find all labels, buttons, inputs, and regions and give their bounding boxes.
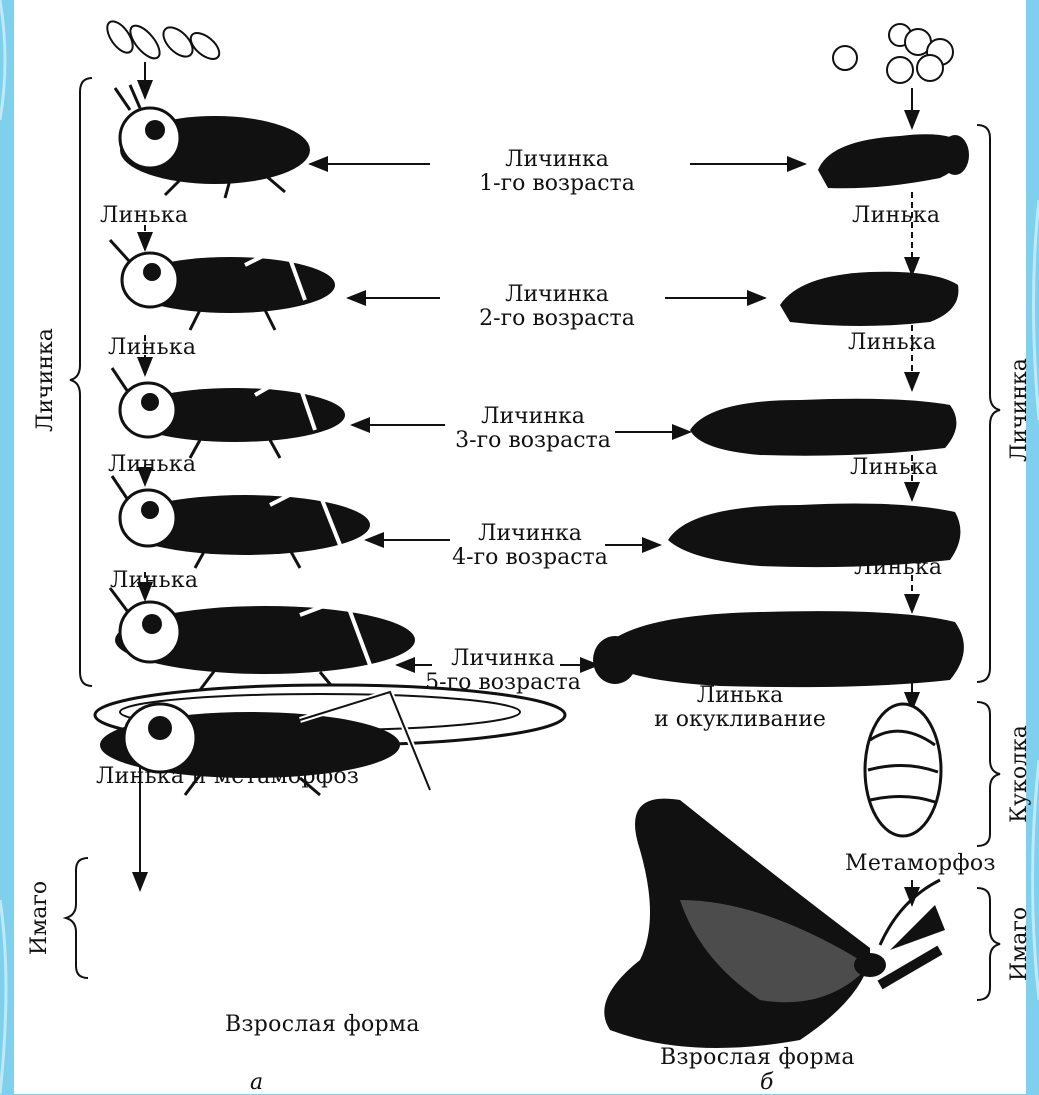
caterpillar-3-icon — [690, 399, 956, 456]
right-pupation-label: Линька и окукливание — [654, 684, 826, 732]
right-molt-label-4: Линька — [854, 557, 942, 579]
caterpillar-1-icon — [818, 134, 969, 188]
right-panel-letter: б — [760, 1072, 774, 1094]
left-metamorphosis-label: Линька и метаморфоз — [96, 766, 359, 788]
stage-5-line2: 5-го возраста — [425, 671, 581, 695]
right-molt-label-1: Линька — [852, 205, 940, 227]
left-larva-bracket-label: Личинка — [35, 328, 57, 432]
left-molt-label-2: Линька — [108, 337, 196, 359]
right-pupation-line1: Линька — [654, 684, 826, 708]
grasshopper-nymph-4-icon — [112, 476, 370, 568]
stage-5-line1: Личинка — [425, 647, 581, 671]
stage-label-1: Личинка 1-го возраста — [479, 148, 635, 196]
left-larva-bracket — [70, 78, 92, 686]
right-imago-bracket — [977, 888, 1000, 1000]
right-molt-label-3: Линька — [850, 457, 938, 479]
right-larva-bracket-label: Личинка — [1009, 358, 1031, 462]
left-imago-bracket-label: Имаго — [29, 881, 51, 955]
right-metamorphosis-label: Метаморфоз — [845, 853, 996, 875]
right-pupa-bracket — [977, 702, 1000, 846]
stage-4-line2: 4-го возраста — [452, 546, 608, 570]
grasshopper-eggs-icon — [102, 17, 224, 64]
grasshopper-nymph-3-icon — [112, 368, 345, 458]
stage-2-line1: Личинка — [479, 283, 635, 307]
stage-label-2: Личинка 2-го возраста — [479, 283, 635, 331]
grasshopper-nymph-5-icon — [110, 588, 415, 690]
butterfly-adult-icon — [604, 799, 945, 1048]
caterpillar-5-icon — [593, 611, 964, 687]
stage-2-line2: 2-го возраста — [479, 307, 635, 331]
left-adult-label: Взрослая форма — [225, 1014, 420, 1036]
stage-1-line1: Личинка — [479, 148, 635, 172]
stage-label-5: Личинка 5-го возраста — [425, 647, 581, 695]
left-molt-label-4: Линька — [110, 570, 198, 592]
left-panel-letter: а — [250, 1072, 263, 1094]
left-imago-bracket — [66, 858, 88, 978]
caterpillar-2-icon — [780, 272, 958, 326]
right-pupa-bracket-label: Куколка — [1009, 725, 1031, 823]
grasshopper-nymph-1-icon — [115, 85, 310, 198]
left-molt-label-3: Линька — [108, 454, 196, 476]
grasshopper-nymph-2-icon — [110, 240, 335, 330]
pupa-icon — [865, 704, 941, 836]
stage-1-line2: 1-го возраста — [479, 172, 635, 196]
stage-3-line2: 3-го возраста — [455, 429, 611, 453]
right-molt-label-2: Линька — [848, 332, 936, 354]
right-pupation-line2: и окукливание — [654, 708, 826, 732]
right-adult-label: Взрослая форма — [660, 1047, 855, 1069]
stage-3-line1: Личинка — [455, 405, 611, 429]
stage-label-3: Личинка 3-го возраста — [455, 405, 611, 453]
right-larva-bracket — [977, 125, 1000, 682]
stage-4-line1: Личинка — [452, 522, 608, 546]
stage-label-4: Личинка 4-го возраста — [452, 522, 608, 570]
right-imago-bracket-label: Имаго — [1009, 907, 1031, 981]
butterfly-eggs-icon — [833, 24, 953, 83]
left-molt-label-1: Линька — [100, 205, 188, 227]
